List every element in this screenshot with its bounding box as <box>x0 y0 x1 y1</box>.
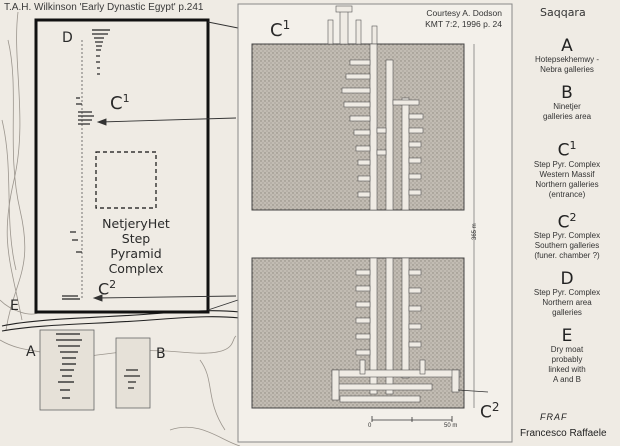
legend-c2-line-1: Step Pyr. Complex <box>533 231 601 241</box>
legend-item-c1: C1 Step Pyr. Complex Western Massif Nort… <box>514 140 620 200</box>
legend-item-b: B Ninetjer galleries area <box>514 85 620 122</box>
complex-name-line-2: Step Pyramid <box>110 231 162 261</box>
legend-desc-a: Hotepsekhemwy - Nebra galleries <box>514 55 620 75</box>
legend-item-d: D Step Pyr. Complex Northern area galler… <box>514 271 620 318</box>
signature-monogram: FRAF <box>540 412 568 422</box>
complex-name-line-3: Complex <box>108 261 164 276</box>
legend-desc-d: Step Pyr. Complex Northern area gallerie… <box>514 288 620 318</box>
legend-desc-b: Ninetjer galleries area <box>514 102 620 122</box>
step-pyramid-outline <box>95 151 157 209</box>
a-galleries <box>56 333 82 399</box>
map-label-e: E <box>10 298 19 314</box>
source-citation: T.A.H. Wilkinson 'Early Dynastic Egypt' … <box>4 2 204 13</box>
enclosure-frame <box>34 18 210 314</box>
legend-c1-line-1: Step Pyr. Complex <box>533 159 601 169</box>
legend-c1-line-3: Northern galleries <box>535 179 599 189</box>
legend-desc-c1: Step Pyr. Complex Western Massif Norther… <box>514 160 620 200</box>
legend-c1-sup: 1 <box>569 139 577 152</box>
legend-letter-b: B <box>561 83 573 103</box>
contour-lines <box>0 11 241 446</box>
dry-moat <box>1 310 241 332</box>
map-label-a: A <box>26 344 36 360</box>
b-galleries-box <box>115 337 151 409</box>
map-label-c1-sup: 1 <box>122 92 130 105</box>
legend-desc-c2: Step Pyr. Complex Southern galleries (fu… <box>514 231 620 261</box>
author-name: Francesco Raffaele <box>520 428 607 439</box>
map-label-d: D <box>62 30 73 46</box>
legend-d-line-2: Northern area <box>542 298 592 308</box>
plan-label-c1-letter: C <box>270 20 283 41</box>
plan-stippled-north <box>251 43 465 211</box>
scale-zero: 0 <box>368 423 372 429</box>
plan-label-c1-sup: 1 <box>282 18 291 32</box>
plan-north-galleries <box>327 5 424 211</box>
courtesy-note: Courtesy A. Dodson KMT 7:2, 1996 p. 24 <box>392 8 502 30</box>
plan-label-c2-sup: 2 <box>491 400 500 414</box>
legend-item-c2: C2 Step Pyr. Complex Southern galleries … <box>514 212 620 262</box>
legend-c2-sup: 2 <box>569 210 577 224</box>
legend-letter-e: E <box>561 326 573 347</box>
legend-d-line-1: Step Pyr. Complex <box>533 288 601 298</box>
legend-desc-e: Dry moat probably linked with A and B <box>514 345 620 385</box>
legend-c1-line-2: Western Massif <box>539 169 595 179</box>
legend-c1-letter: C <box>557 140 570 161</box>
d-galleries <box>92 29 110 75</box>
legend-c2-letter: C <box>557 212 570 233</box>
legend-b-line-1: Ninetjer <box>553 102 581 111</box>
legend-letter-a: A <box>561 36 573 56</box>
courtesy-line-1: Courtesy A. Dodson <box>426 8 502 18</box>
legend-letter-c1: C1 <box>514 140 620 160</box>
b-galleries <box>124 369 140 389</box>
region-title: Saqqara <box>540 6 586 19</box>
c2-map-galleries <box>62 231 82 300</box>
c1-map-galleries <box>76 97 94 125</box>
map-label-c2-sup: 2 <box>109 278 117 291</box>
legend-c2-line-3: (funer. chamber ?) <box>534 251 600 261</box>
legend-b-line-2: galleries area <box>542 112 592 121</box>
complex-name-label: NetjeryHet Step Pyramid Complex <box>96 216 176 276</box>
legend-item-a: A Hotepsekhemwy - Nebra galleries <box>514 38 620 75</box>
legend-letter-d: D <box>560 269 574 290</box>
legend-letter-c2: C2 <box>514 212 620 232</box>
legend-c2-line-2: Southern galleries <box>534 241 600 251</box>
pointer-arrows <box>92 21 239 311</box>
dimension-label: 365 m <box>472 223 478 240</box>
legend-d-line-3: galleries <box>552 308 582 318</box>
map-label-c2: C2 <box>98 278 116 298</box>
legend-e-line-1: Dry moat <box>550 345 584 355</box>
legend: A Hotepsekhemwy - Nebra galleries B Nine… <box>514 38 620 385</box>
plan-stippled-south <box>251 257 465 409</box>
map-label-c1-letter: C <box>110 93 123 114</box>
legend-c1-line-4: (entrance) <box>548 189 586 199</box>
legend-e-line-4: A and B <box>552 375 582 385</box>
plan-label-c2: C2 <box>480 400 500 423</box>
map-label-c1: C1 <box>110 92 130 114</box>
plan-label-c1: C1 <box>270 18 290 41</box>
legend-e-line-2: probably <box>551 355 583 365</box>
scale-bar <box>371 416 453 422</box>
legend-e-line-3: linked with <box>548 365 586 375</box>
legend-a-line-2: Nebra galleries <box>540 65 594 74</box>
courtesy-line-2: KMT 7:2, 1996 p. 24 <box>425 19 502 29</box>
map-label-c2-letter: C <box>98 279 110 299</box>
complex-name-line-1: NetjeryHet <box>102 216 170 231</box>
plan-south-galleries <box>331 257 461 403</box>
map-label-b: B <box>156 346 166 362</box>
legend-a-line-1: Hotepsekhemwy - <box>534 55 600 64</box>
scale-fifty: 50 m <box>444 423 458 429</box>
plan-label-c2-letter: C <box>480 402 492 423</box>
c2-plan-pointer <box>457 389 489 393</box>
legend-item-e: E Dry moat probably linked with A and B <box>514 328 620 385</box>
